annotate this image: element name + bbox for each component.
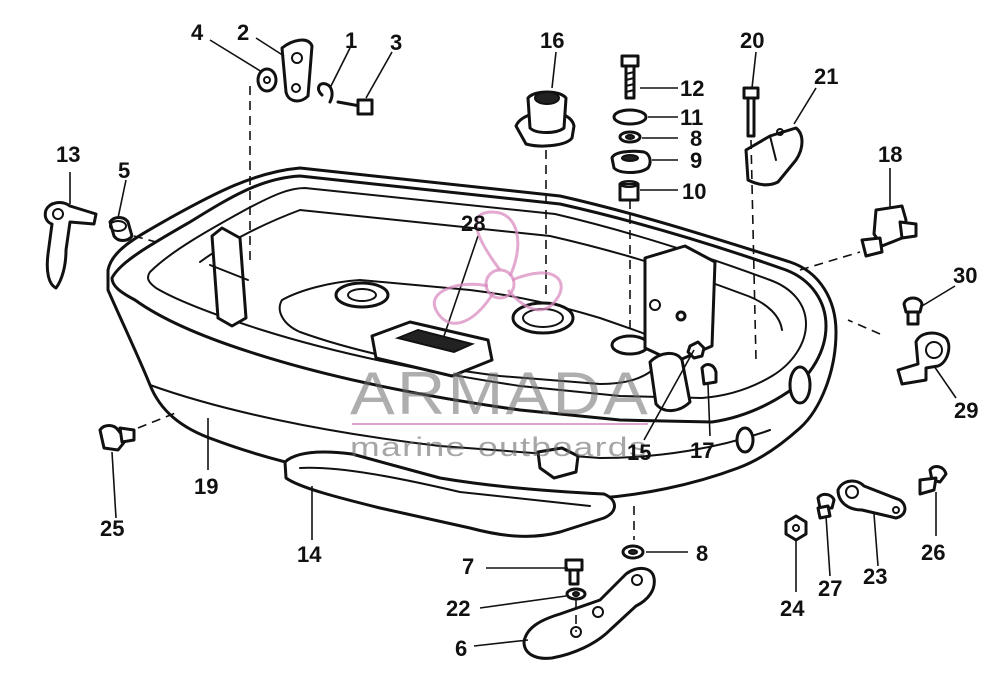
callout-8-lower: 8: [696, 541, 708, 566]
callout-28: 28: [461, 211, 485, 236]
callout-22: 22: [446, 596, 470, 621]
lever-part-13: [43, 201, 98, 290]
callout-14: 14: [297, 542, 322, 567]
bushing-part-5: [108, 216, 134, 242]
screw-part-30: [902, 296, 924, 326]
callout-8: 8: [690, 126, 702, 151]
callout-30: 30: [953, 263, 977, 288]
callout-1: 1: [345, 28, 357, 53]
watermark-subtitle: marine outboards: [350, 432, 648, 462]
callout-20: 20: [740, 28, 764, 53]
callout-16: 16: [540, 28, 564, 53]
watermark-propeller-logo: [432, 210, 563, 325]
latch-plate-part-2: [280, 38, 314, 103]
callout-11: 11: [680, 105, 703, 130]
grommet-part-9: [610, 149, 652, 174]
callout-10: 10: [682, 179, 706, 204]
callout-15: 15: [627, 440, 651, 465]
small-parts-15: [675, 310, 706, 360]
callout-29: 29: [954, 398, 978, 423]
link-part-23: [836, 479, 907, 520]
callout-27: 27: [818, 576, 842, 601]
fitting-part-25: [98, 424, 136, 452]
callout-17: 17: [690, 438, 714, 463]
callout-21: 21: [814, 64, 838, 89]
callout-7: 7: [462, 554, 474, 579]
washer-part-4: [256, 67, 278, 93]
callout-6: 6: [455, 636, 467, 661]
bracket-part-6: [522, 567, 656, 660]
seal-gasket-part-14: [283, 450, 616, 538]
callout-2: 2: [237, 20, 249, 45]
washer-part-8: [618, 130, 642, 144]
screw-part-27: [816, 492, 836, 520]
screw-part-26: [918, 465, 948, 496]
callout-24: 24: [780, 596, 805, 621]
bolt-part-20: [742, 86, 760, 138]
callout-18: 18: [878, 142, 902, 167]
callout-23: 23: [863, 564, 887, 589]
callout-9: 9: [690, 148, 702, 173]
lower-engine-cover-part-19: [106, 166, 838, 500]
callout-13: 13: [56, 142, 80, 167]
screw-part-3: [336, 98, 374, 116]
callout-19: 19: [194, 474, 218, 499]
watermark-title: ARMADA: [350, 360, 650, 427]
fitting-part-18: [860, 204, 918, 258]
washer-part-8-lower: [621, 544, 645, 560]
callout-4: 4: [191, 20, 204, 45]
washer-part-11: [612, 108, 648, 126]
callout-26: 26: [921, 540, 945, 565]
bracket-part-21: [744, 126, 804, 187]
callout-25: 25: [100, 516, 124, 541]
sleeve-part-10: [618, 180, 640, 202]
screw-part-7: [564, 558, 584, 586]
assembly-lines: [133, 86, 881, 632]
leader-lines: [69, 37, 957, 647]
washer-part-22: [565, 587, 587, 601]
callout-3: 3: [390, 30, 402, 55]
callout-12: 12: [680, 76, 704, 101]
bolt-part-12: [620, 54, 640, 100]
clamp-part-29: [896, 331, 951, 386]
clip-part-1: [317, 82, 334, 104]
grommet-part-16: [514, 90, 576, 148]
plug-part-17: [700, 363, 718, 386]
callout-5: 5: [118, 158, 130, 183]
nut-part-24: [784, 514, 808, 542]
watermark: ARMADA marine outboards: [350, 210, 650, 462]
callout-labels: 1 2 3 4 5 6 7 8 9 10 11 12 13 14 15 16 1…: [56, 20, 978, 661]
